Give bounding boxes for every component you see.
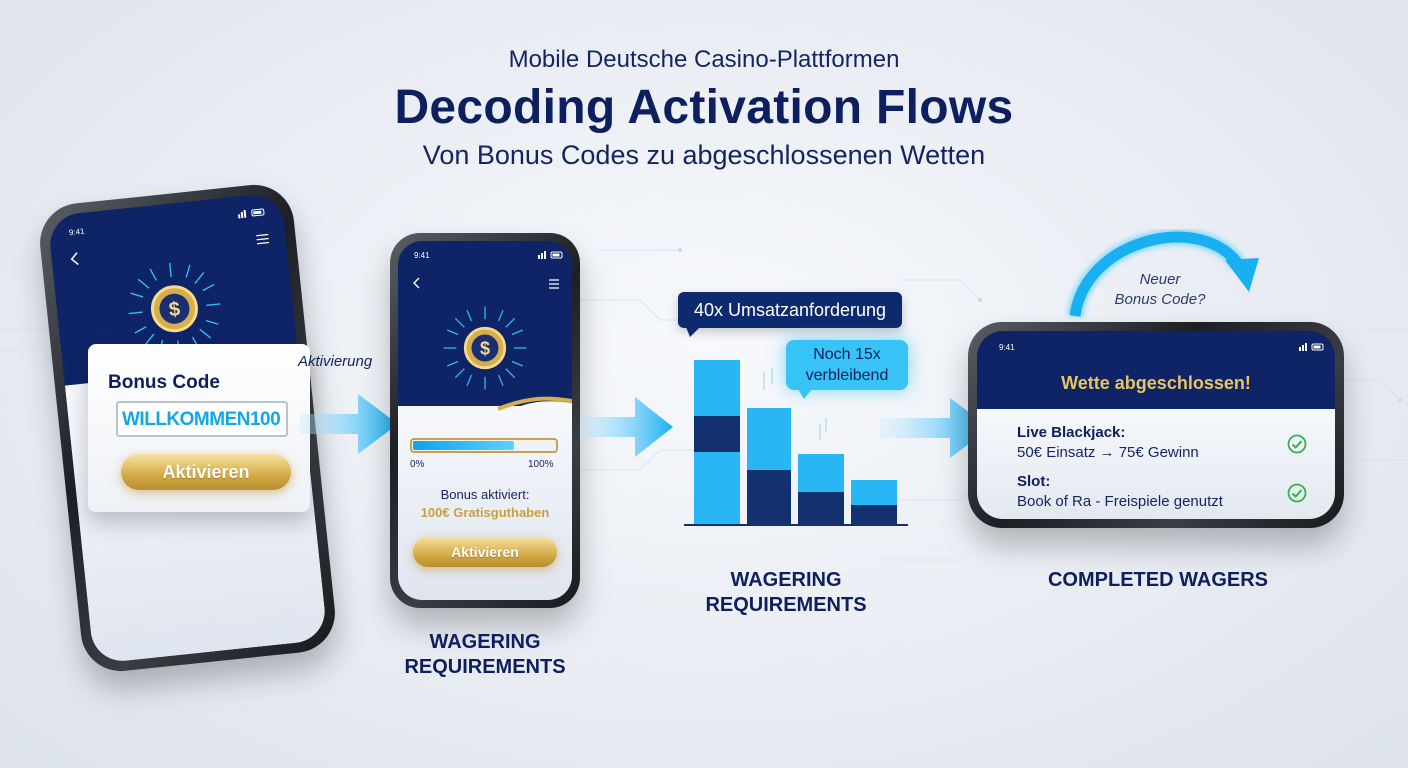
new-bonus-code-label: Neuer Bonus Code? [1100, 270, 1220, 310]
gold-wave-divider [398, 396, 572, 423]
section-label-line: WAGERING [730, 569, 842, 591]
bonus-code-card: Bonus Code WILLKOMMEN100 Aktivieren [88, 344, 310, 512]
back-chevron-icon[interactable] [69, 251, 80, 266]
wager-row-heading: Live Blackjack: [1017, 424, 1126, 441]
signal-battery-icon [237, 208, 265, 219]
bonus-code-title: Bonus Code [108, 372, 220, 393]
progress-max-label: 100% [528, 459, 554, 470]
callout-pointer [798, 389, 812, 399]
status-time: 9:41 [68, 226, 85, 238]
phone-3-screen: 9:41 Wette abgeschlossen! Live Blackjack… [977, 331, 1335, 519]
phone-1-screen: 9:41 $ [47, 191, 328, 665]
phone-2-content [398, 406, 572, 600]
flow-arrow-1 [300, 394, 398, 454]
header-supertitle: Mobile Deutsche Casino-Plattformen [508, 46, 900, 73]
phone-3-content: Live Blackjack: 50€ Einsatz → 75€ Gewinn… [977, 409, 1335, 519]
bar-group-1 [694, 360, 740, 525]
section-label-line: WAGERING [429, 631, 541, 653]
activation-label: Aktivierung [298, 353, 373, 370]
wager-row-heading: Slot: [1017, 473, 1051, 490]
bonus-credit-text: 100€ Gratisguthaben [420, 505, 550, 520]
bonus-code-value: WILLKOMMEN100 [122, 409, 281, 430]
header-subtitle: Von Bonus Codes zu abgeschlossenen Wette… [422, 140, 986, 170]
section-label-line: REQUIREMENTS [705, 594, 867, 616]
callout-remaining: Noch 15x verbleibend [786, 340, 908, 390]
page-title: Decoding Activation Flows [394, 81, 1014, 134]
bonus-code-input[interactable]: WILLKOMMEN100 [116, 401, 288, 437]
wagering-progress-bar [410, 438, 558, 453]
signal-battery-icon [538, 251, 563, 259]
phone-bonus-activated: 9:41 $ 0% 100% Bonus aktiviert: 100€ Gra… [390, 233, 580, 608]
progress-min-label: 0% [410, 459, 425, 470]
menu-icon[interactable] [255, 233, 270, 245]
section-label-step2: WAGERING REQUIREMENTS [385, 630, 585, 680]
section-label-line: REQUIREMENTS [404, 656, 566, 678]
status-time: 9:41 [999, 343, 1015, 352]
signal-battery-icon [1299, 343, 1324, 351]
wagering-progress-fill [413, 441, 514, 450]
flow-arrow-2 [580, 397, 673, 457]
callout-pointer [686, 327, 700, 337]
back-chevron-icon[interactable] [412, 277, 422, 291]
bar-group-2 [747, 408, 791, 525]
callout-wagering-requirement: 40x Umsatzanforderung [678, 292, 902, 328]
flow-arrow-3 [880, 398, 990, 458]
bonus-status-text: Bonus aktiviert: [440, 487, 530, 502]
bar-group-3 [798, 454, 844, 525]
section-label-step4: COMPLETED WAGERS [1047, 569, 1268, 591]
phone-2-screen: 9:41 $ 0% 100% Bonus aktiviert: 100€ Gra… [398, 241, 572, 600]
menu-icon[interactable] [548, 279, 560, 289]
wager-row-detail: 50€ Einsatz → 75€ Gewinn [1017, 444, 1199, 461]
bar-group-4 [851, 480, 897, 525]
phone-completed-wagers: 9:41 Wette abgeschlossen! Live Blackjack… [968, 322, 1344, 528]
check-circle-icon [1287, 483, 1307, 503]
activate-button[interactable]: Aktivieren [413, 537, 557, 567]
callout-remaining-line: verbleibend [805, 367, 889, 384]
status-time: 9:41 [414, 251, 430, 260]
activate-button[interactable]: Aktivieren [121, 454, 291, 490]
wager-completed-banner: Wette abgeschlossen! [1061, 373, 1251, 393]
coin-icon: $ [443, 306, 527, 390]
wagering-bar-chart [684, 360, 908, 526]
section-label-step3: WAGERING REQUIREMENTS [686, 568, 886, 618]
new-bonus-code-line: Neuer [1139, 271, 1181, 288]
svg-text:$: $ [168, 298, 181, 321]
coin-icon: $ [128, 262, 221, 355]
new-bonus-code-line: Bonus Code? [1114, 291, 1206, 308]
phone-bonus-code: 9:41 $ [36, 180, 339, 676]
wager-row-detail: Book of Ra - Freispiele genutzt [1017, 493, 1223, 510]
svg-text:$: $ [480, 338, 490, 358]
loop-arrow [1067, 229, 1259, 318]
check-circle-icon [1287, 434, 1307, 454]
callout-remaining-line: Noch 15x [813, 346, 881, 363]
